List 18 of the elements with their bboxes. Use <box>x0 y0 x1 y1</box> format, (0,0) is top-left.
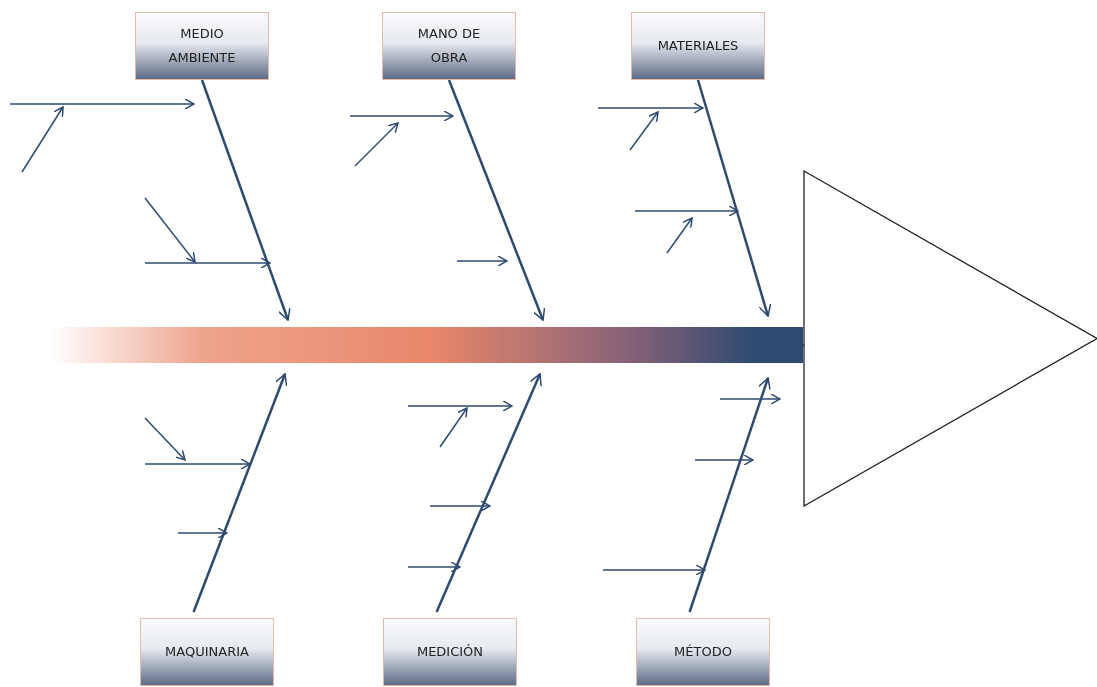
category-label: MANO DE OBRA <box>416 25 482 67</box>
bone-arrow <box>696 79 772 317</box>
category-label: MEDIO AMBIENTE <box>167 25 237 67</box>
category-box <box>382 12 516 80</box>
bone-arrow <box>435 373 542 613</box>
category-label: MÉTODO <box>674 643 732 661</box>
bone-arrow <box>447 79 546 321</box>
category-label: MAQUINARIA <box>165 643 249 661</box>
bone-arrow <box>200 79 291 321</box>
category-label: MEDICIÓN <box>416 643 484 661</box>
category-box <box>135 12 269 80</box>
bone-arrow <box>192 373 288 613</box>
category-label: MATERIALES <box>657 37 739 55</box>
category-box <box>631 12 765 80</box>
category-box <box>383 618 517 686</box>
bone-arrow <box>688 377 771 613</box>
category-box <box>636 618 770 686</box>
category-box <box>140 618 274 686</box>
